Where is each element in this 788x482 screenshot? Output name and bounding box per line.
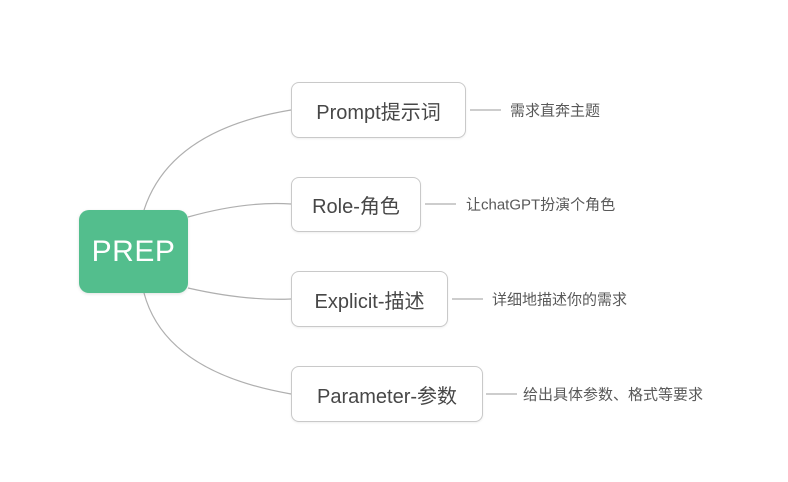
leaf-note-prompt[interactable]: 需求直奔主题 (510, 102, 601, 120)
branch-node-role[interactable]: Role-角色 (291, 177, 421, 232)
leaf-note-explicit[interactable]: 详细地描述你的需求 (492, 291, 628, 309)
leaf-note-parameter[interactable]: 给出具体参数、格式等要求 (523, 386, 704, 404)
root-node-prep[interactable]: PREP (79, 210, 188, 293)
connector-curve-root-role (187, 202, 292, 218)
leaf-note-role[interactable]: 让chatGPT扮演个角色 (466, 196, 616, 214)
connector-curve-root-parameter (143, 292, 292, 395)
branch-node-prompt[interactable]: Prompt提示词 (291, 82, 466, 138)
branch-node-explicit[interactable]: Explicit-描述 (291, 271, 448, 327)
connector-curve-root-explicit (187, 287, 292, 300)
connector-curve-root-prompt (143, 109, 292, 211)
branch-node-parameter[interactable]: Parameter-参数 (291, 366, 483, 422)
